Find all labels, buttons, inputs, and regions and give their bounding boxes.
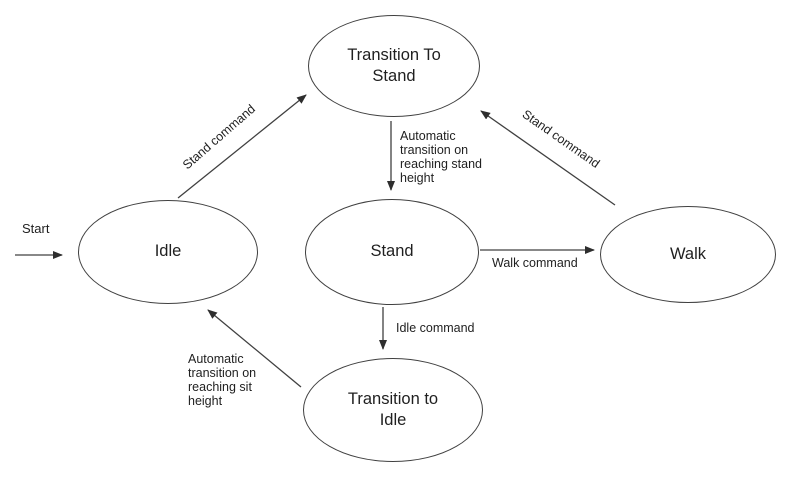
- arrow-walk-to-transition-to-stand: [480, 110, 616, 206]
- state-idle-label: Idle: [154, 242, 182, 261]
- state-transition-to-stand-label: Transition To Stand: [347, 45, 441, 85]
- state-walk-label: Walk: [669, 244, 707, 263]
- state-idle: Idle: [78, 200, 258, 304]
- edge-label-idle-command: Idle command: [396, 321, 475, 335]
- arrow-transition-to-idle-to-idle: [207, 309, 302, 388]
- state-transition-to-idle-label: Transition to Idle: [347, 389, 439, 429]
- state-transition-to-idle: Transition to Idle: [303, 358, 483, 462]
- arrow-idle-to-transition-to-stand: [177, 94, 307, 199]
- edge-label-automatic-stand-height: Automatic transition on reaching stand h…: [400, 129, 483, 185]
- state-stand: Stand: [305, 199, 479, 305]
- edge-label-walk-command: Walk command: [492, 256, 578, 270]
- state-walk: Walk: [600, 206, 776, 303]
- state-transition-to-stand: Transition To Stand: [308, 15, 480, 117]
- state-stand-label: Stand: [370, 242, 414, 261]
- edge-label-start: Start: [22, 221, 50, 236]
- edge-label-automatic-sit-height: Automatic transition on reaching sit hei…: [188, 352, 257, 408]
